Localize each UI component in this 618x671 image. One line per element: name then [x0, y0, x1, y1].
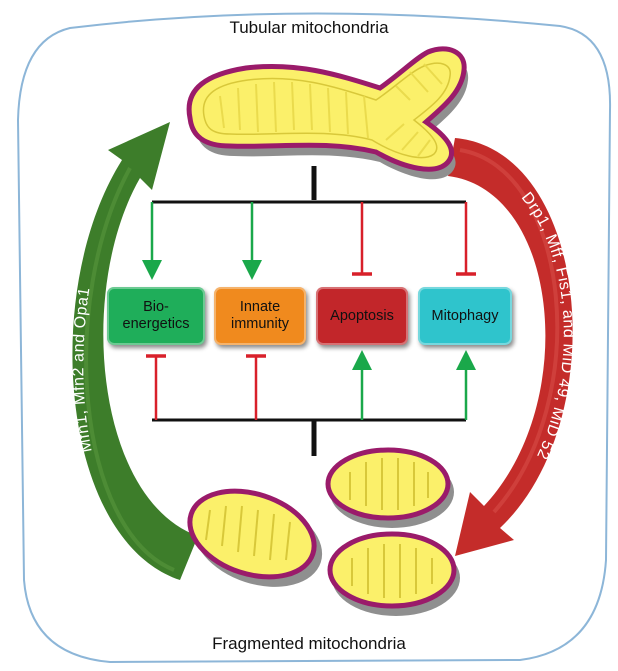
- inhibit-immunity-bar: [246, 354, 266, 420]
- top-branch-arrows: [142, 202, 476, 280]
- tubular-mitochondria-title: Tubular mitochondria: [229, 18, 389, 37]
- mitophagy-label: Mitophagy: [431, 307, 499, 324]
- inhibit-apoptosis-bar: [352, 202, 372, 276]
- bottom-connector: [152, 418, 466, 456]
- fusion-arrow: [72, 122, 198, 580]
- apoptosis-box: Apoptosis: [316, 287, 408, 345]
- innate-immunity-label: Innate immunity: [230, 299, 289, 332]
- fragmented-mitochondrion-bottom-right: [327, 531, 460, 616]
- innate-immunity-box: Innate immunity: [214, 287, 306, 345]
- fragmented-mitochondrion-top-right: [325, 447, 454, 528]
- top-connector: [152, 166, 466, 204]
- inhibit-mitophagy-bar: [456, 202, 476, 276]
- inhibit-bioenergetics-bar: [146, 354, 166, 420]
- bioenergetics-label: Bio- energetics: [122, 299, 190, 332]
- fragmented-mitochondrion-left: [187, 488, 323, 587]
- tubular-mitochondrion: [186, 46, 469, 180]
- outer-frame: [16, 12, 612, 664]
- mitophagy-box: Mitophagy: [418, 287, 512, 345]
- bottom-branch-arrows: [146, 350, 476, 420]
- fragmented-mitochondria-title: Fragmented mitochondria: [212, 634, 406, 653]
- fission-arrow: [448, 138, 573, 556]
- bioenergetics-box: Bio- energetics: [107, 287, 205, 345]
- apoptosis-label: Apoptosis: [330, 307, 394, 324]
